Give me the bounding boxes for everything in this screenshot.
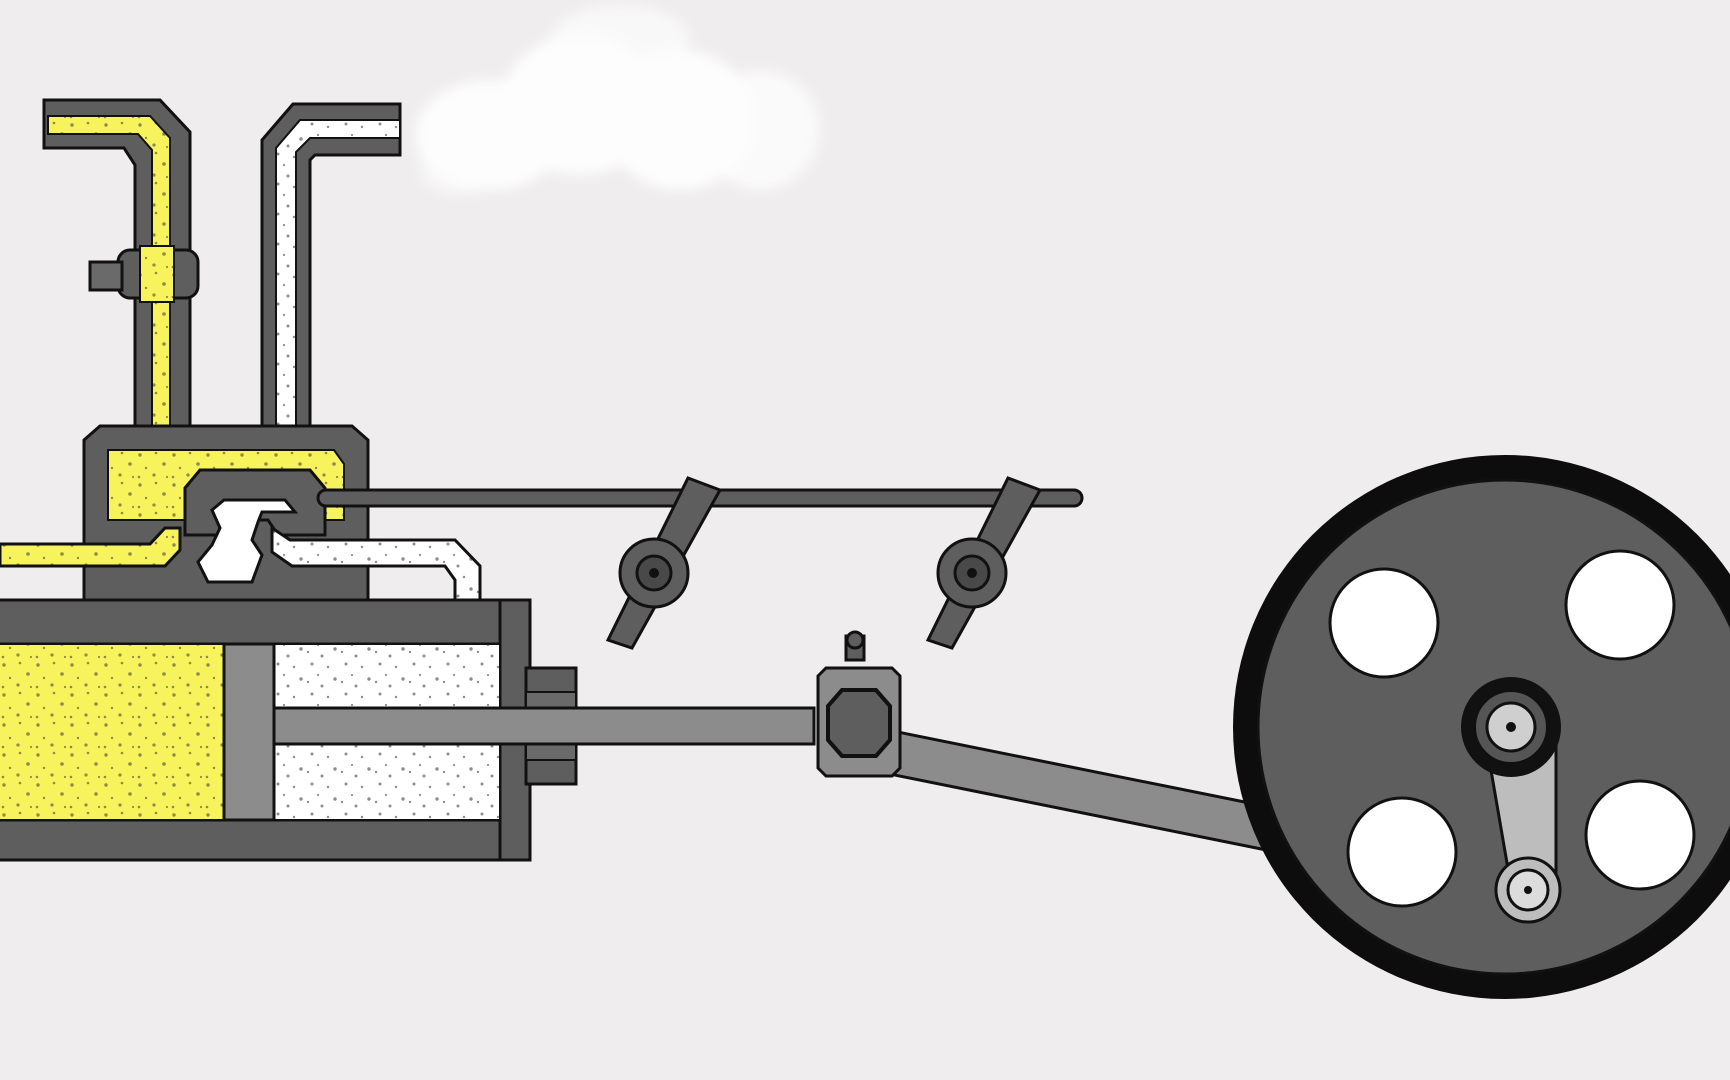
piston	[222, 642, 276, 822]
slide-valve	[183, 468, 327, 584]
crank	[1461, 677, 1562, 924]
flywheel-spoke-hole	[1564, 549, 1676, 661]
live-steam-passage	[0, 526, 182, 568]
exhaust-smoke	[415, 5, 820, 195]
flywheel-spoke-hole	[1346, 796, 1458, 908]
valve-rod-guide-2	[925, 476, 1043, 650]
exhaust-pipe	[260, 102, 402, 432]
flywheel-spoke-hole	[1328, 567, 1440, 679]
crosshead	[816, 630, 902, 778]
flywheel-spoke-hole	[1584, 779, 1696, 891]
piston-rod	[272, 706, 816, 746]
valve-rod-guide-1	[605, 476, 723, 650]
throttle-valve	[88, 245, 200, 303]
